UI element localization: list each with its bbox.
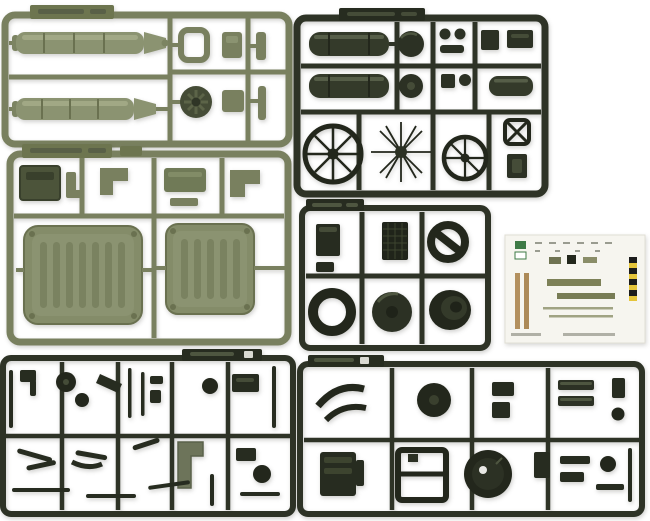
tan-stripe-decals — [515, 273, 529, 329]
olive-stripe-decals — [543, 279, 615, 318]
sprue-cylinder-wheel — [293, 8, 549, 198]
flat-plate-part — [164, 168, 206, 206]
dark-box-part — [19, 165, 61, 201]
tire-dome-part — [372, 292, 412, 332]
sprue-frame — [0, 355, 296, 517]
seat-box-part — [320, 452, 364, 496]
sprue-detail-left — [0, 349, 296, 517]
sprue-detail-right — [297, 355, 645, 517]
slot-fitting-part — [507, 154, 527, 178]
small-fittings-row1 — [481, 30, 533, 50]
fan-wheel-part — [170, 86, 212, 118]
retainer-ring-part — [170, 27, 210, 63]
hub-caps — [439, 28, 466, 53]
fender-arc-parts — [315, 383, 367, 423]
wheel-disc-bar-part — [427, 221, 469, 263]
chassis-frame-part — [395, 447, 449, 503]
right-small-parts-top — [611, 378, 625, 421]
sprue-frame — [6, 150, 292, 346]
embossed-letter-mark — [244, 351, 253, 358]
spoked-hand-wheel-large — [302, 123, 364, 185]
small-cylinder-part — [489, 76, 533, 96]
cross-fitting-part — [503, 118, 531, 146]
l-bracket-part-2 — [230, 170, 260, 197]
spoked-wheel-small — [441, 134, 489, 182]
suspension-arm-parts — [17, 437, 256, 471]
registration-mark-row — [535, 242, 612, 252]
small-fitting-parts — [222, 32, 266, 120]
fine-print-row — [511, 333, 615, 336]
step-bracket-part — [66, 172, 84, 198]
bracket-part-tl — [20, 370, 36, 396]
embossed-text-mark — [30, 148, 82, 153]
instrument-drum-part — [464, 450, 512, 498]
equipment-box-part — [316, 224, 340, 272]
hazard-stripe-decal — [629, 257, 637, 301]
radial-antenna-part — [371, 122, 431, 182]
thin-rod-parts — [9, 366, 276, 428]
stacked-bar-parts — [558, 380, 594, 406]
missile-tube-part-2 — [9, 98, 170, 120]
embossed-text-mark — [346, 203, 358, 207]
runners — [306, 212, 486, 344]
road-wheel-2 — [399, 74, 423, 98]
storage-cylinder-1 — [309, 32, 397, 56]
ribbed-panel-small — [154, 223, 285, 315]
ribbed-panel-large — [16, 225, 154, 325]
small-fittings-row2 — [441, 74, 471, 88]
embossed-text-mark — [312, 203, 342, 207]
angled-arm-part — [96, 374, 122, 393]
sprue-frame — [1, 11, 293, 148]
embossed-text-mark — [190, 352, 234, 356]
small-olive-patch-decals — [549, 255, 597, 264]
embossed-text-mark — [347, 12, 395, 16]
embossed-letter-mark — [360, 357, 369, 364]
decal-sheet — [504, 234, 646, 344]
sprue-tire — [299, 199, 491, 351]
green-insignia-decals — [514, 241, 527, 260]
light-mount-bracket-part — [177, 441, 204, 489]
storage-cylinder-2 — [309, 74, 389, 98]
tire-ring-part — [308, 288, 356, 336]
sprue-panel — [6, 144, 292, 346]
box-part-tr — [232, 374, 259, 392]
tire-angled-part — [429, 290, 471, 330]
mesh-grille-part — [382, 222, 408, 260]
runners — [301, 22, 541, 190]
l-bracket-part — [100, 168, 128, 195]
runners — [9, 18, 286, 141]
sprue-tube — [1, 5, 293, 148]
embossed-text-mark — [38, 9, 84, 14]
small-wheel-parts — [56, 372, 218, 407]
linkage-rod-parts — [12, 474, 280, 506]
curved-arm-part — [70, 459, 103, 470]
sprue-frame — [299, 205, 491, 351]
right-small-parts-bottom — [534, 448, 632, 502]
small-fitting-cluster — [150, 376, 163, 403]
small-disc-part — [253, 465, 271, 483]
sprue-frame — [297, 361, 645, 517]
road-wheel-1 — [398, 31, 424, 57]
embossed-text-mark — [90, 9, 106, 14]
runners — [14, 158, 284, 338]
embossed-text-mark — [88, 148, 106, 153]
wheel-part — [417, 383, 451, 417]
mid-fitting-parts — [492, 382, 514, 418]
small-tag — [120, 146, 142, 156]
embossed-text-mark — [401, 12, 417, 16]
missile-tube-part-1 — [9, 32, 170, 54]
embossed-text-mark — [314, 358, 354, 362]
